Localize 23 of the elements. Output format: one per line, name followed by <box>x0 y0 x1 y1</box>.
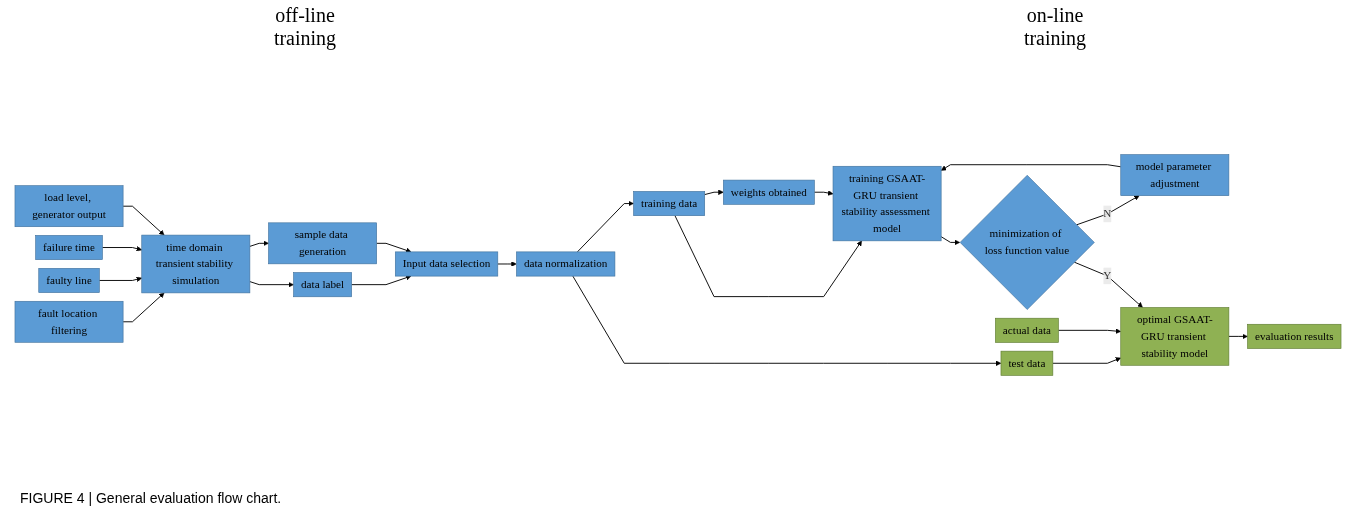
node-box: model parameter adjustment <box>1120 154 1230 196</box>
edge-label: N <box>1103 207 1112 220</box>
node-box: sample data generation <box>268 222 377 265</box>
node-box: training data <box>633 191 705 216</box>
node-box: Input data selection <box>395 251 499 277</box>
node-box: training GSAAT-GRU transient stability assessment model <box>832 165 942 242</box>
figure-caption: FIGURE 4 | General evaluation flow chart. <box>20 490 282 506</box>
node-box: evaluation results <box>1247 323 1342 349</box>
node-box: data normalization <box>516 251 616 277</box>
node-box: actual data <box>995 317 1059 343</box>
node-box: data label <box>293 272 352 298</box>
node-box: faulty line <box>38 268 100 293</box>
node-box: weights obtained <box>723 179 815 205</box>
edge-label: Y <box>1103 269 1112 282</box>
node-box: failure time <box>35 235 103 260</box>
section-label: on-line training <box>1022 4 1088 50</box>
node-box: test data <box>1000 350 1054 376</box>
node-box: fault location filtering <box>14 300 124 343</box>
section-label: off-line training <box>272 4 338 50</box>
node-box: time domain transient stability simulation <box>141 234 251 294</box>
node-box: optimal GSAAT-GRU transient stability model <box>1120 307 1230 366</box>
node-diamond: minimization of loss function value <box>959 174 1095 310</box>
node-box: load level, generator output <box>14 185 124 227</box>
